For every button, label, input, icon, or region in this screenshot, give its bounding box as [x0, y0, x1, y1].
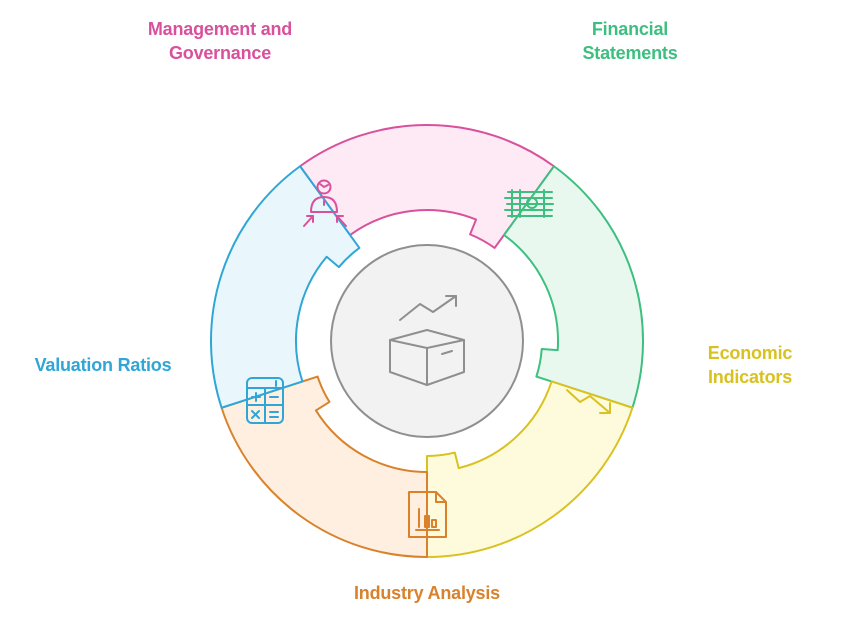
label-line: Indicators [707, 367, 793, 387]
label-line: Financial [591, 19, 669, 39]
label-industry-analysis: Industry Analysis [320, 581, 534, 605]
calculator-icon [246, 377, 284, 424]
label-economic-indicators: Economic Indicators [690, 341, 810, 389]
document-chart-icon [408, 491, 447, 538]
open-box-growth-icon [389, 295, 465, 386]
label-line: Valuation Ratios [34, 355, 172, 375]
label-line: Governance [168, 43, 272, 63]
label-line: Management and [147, 19, 293, 39]
money-stack-icon [504, 189, 554, 218]
label-valuation-ratios: Valuation Ratios [14, 353, 192, 377]
label-line: Industry Analysis [354, 583, 500, 603]
label-line: Economic [707, 343, 793, 363]
center-hub [330, 244, 524, 438]
center-circle [330, 244, 524, 438]
label-financial-statements: Financial Statements [545, 17, 715, 65]
person-arrows-icon [303, 179, 347, 227]
label-management-governance: Management and Governance [110, 17, 330, 65]
label-line: Statements [582, 43, 678, 63]
trend-down-icon [566, 389, 611, 414]
segment-valuation [210, 165, 361, 409]
segments-layer [210, 124, 644, 558]
